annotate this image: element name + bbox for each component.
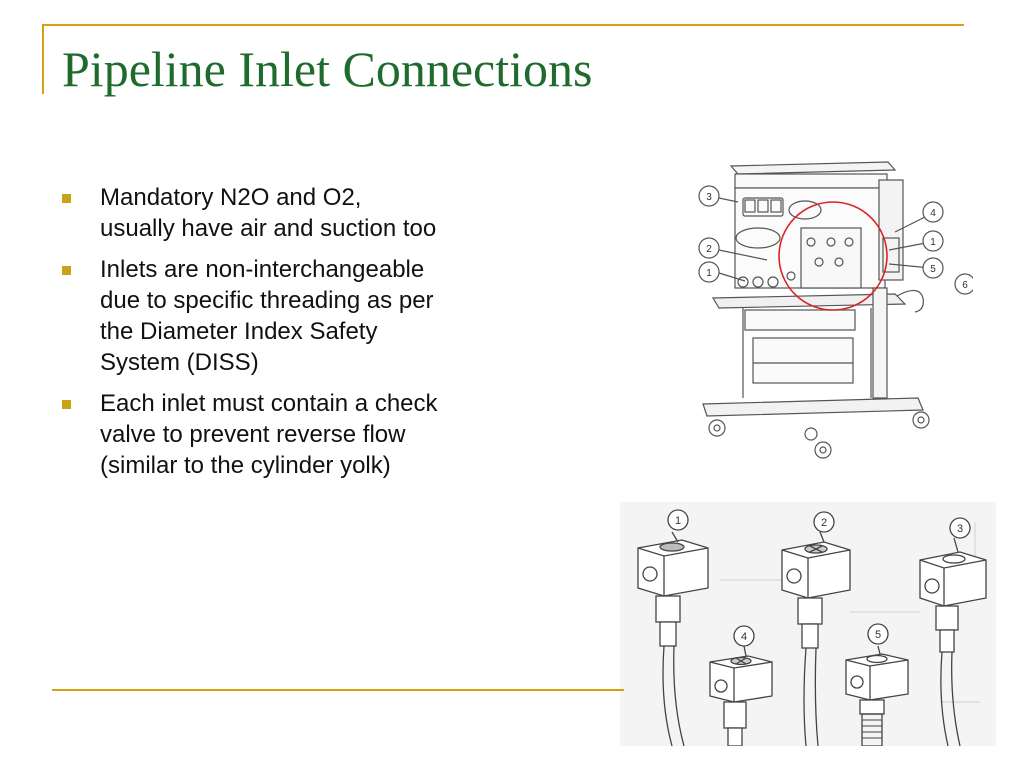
bullet-line: valve to prevent reverse flow: [100, 421, 406, 448]
callout-label: 4: [741, 631, 747, 643]
bullet-square-icon: [62, 194, 71, 203]
bullet-line: usually have air and suction too: [100, 215, 437, 242]
callout-label: 4: [930, 208, 936, 219]
callout-label: 2: [821, 517, 827, 529]
callout-label: 3: [706, 192, 712, 203]
callout-label: 1: [930, 237, 936, 248]
bullet-line: Mandatory N2O and O2,: [100, 184, 362, 211]
bullet-line: Each inlet must contain a check: [100, 390, 438, 417]
pipeline-inlets-figure: 1 2 3 4 5: [620, 502, 996, 746]
anesthesia-machine-figure: 3 4 2 1 1 5 6: [683, 158, 976, 473]
callout-label: 5: [875, 629, 881, 641]
footer-rule: [52, 689, 624, 691]
callout-label: 1: [675, 515, 681, 527]
bullet-list: Mandatory N2O and O2, usually have air a…: [62, 182, 552, 491]
bullet-item: Each inlet must contain a check valve to…: [62, 388, 552, 481]
bullet-item: Inlets are non-interchangeable due to sp…: [62, 254, 552, 378]
bullet-line: Inlets are non-interchangeable: [100, 256, 425, 283]
bullet-item: Mandatory N2O and O2, usually have air a…: [62, 182, 552, 244]
callout-label: 2: [706, 244, 712, 255]
slide-title: Pipeline Inlet Connections: [62, 41, 593, 97]
frame-top-rule: [42, 24, 964, 26]
bullet-square-icon: [62, 400, 71, 409]
bullet-line: (similar to the cylinder yolk): [100, 452, 391, 479]
inlet-connector-3: [919, 517, 987, 746]
bullet-line: due to specific threading as per: [100, 287, 434, 314]
inlet-connector-2: [781, 511, 851, 746]
bullet-text: Each inlet must contain a check valve to…: [100, 388, 552, 481]
bullet-text: Inlets are non-interchangeable due to sp…: [100, 254, 552, 378]
inlet-connector-1: [637, 509, 709, 746]
bullet-text: Mandatory N2O and O2, usually have air a…: [100, 182, 552, 244]
inlet-connector-5: [845, 623, 909, 746]
callout-label: 5: [930, 264, 936, 275]
inlet-connector-4: [709, 625, 773, 746]
frame-vertical-rule: [42, 24, 44, 94]
bullet-square-icon: [62, 266, 71, 275]
callout-label: 3: [957, 523, 963, 535]
callout-label: 1: [706, 268, 712, 279]
bullet-line: System (DISS): [100, 349, 259, 376]
callout-label: 6: [962, 280, 968, 291]
bullet-line: the Diameter Index Safety: [100, 318, 378, 345]
